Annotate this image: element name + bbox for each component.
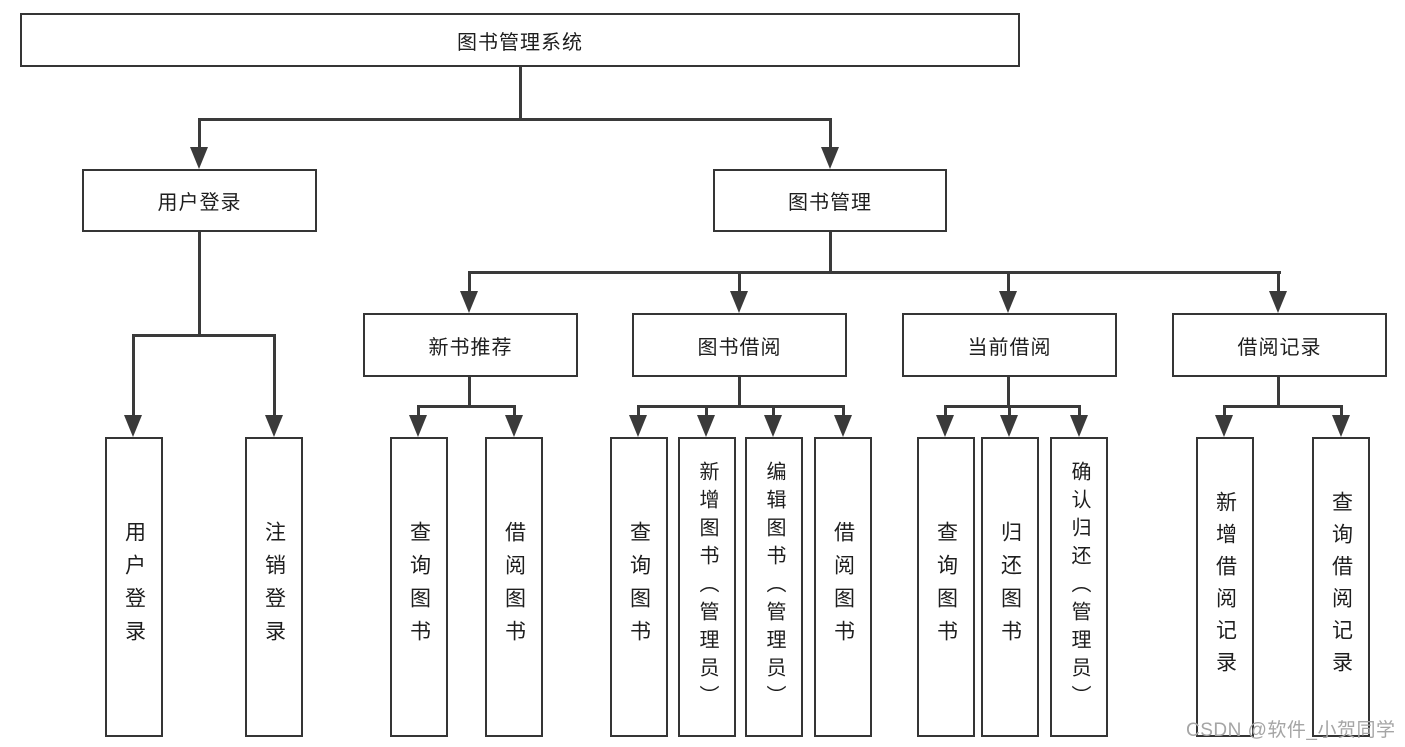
connector-stem-bb-add [705, 405, 708, 417]
connector-stem-leaf-logout [273, 334, 276, 416]
arrowhead-current-borrow [999, 291, 1017, 313]
arrowhead-br-query [1332, 415, 1350, 437]
connector-stem-bb-query [637, 405, 640, 417]
leaf-records-query-record: 查询借阅记录 [1312, 437, 1370, 737]
arrowhead-cb-confirm [1070, 415, 1088, 437]
node-new-book-recommend-label: 新书推荐 [428, 336, 513, 359]
leaf-borrow-query-books: 查询图书 [610, 437, 668, 737]
connector-records-trunk [1277, 377, 1280, 408]
arrowhead-bb-query [629, 415, 647, 437]
arrowhead-book-borrow [730, 291, 748, 313]
arrowhead-bb-edit [764, 415, 782, 437]
node-new-book-recommend: 新书推荐 [363, 313, 578, 377]
leaf-records-add-record-label: 新增借阅记录 [1213, 491, 1237, 683]
connector-current-split [944, 405, 1081, 408]
node-book-borrow: 图书借阅 [632, 313, 847, 377]
leaf-logout-label: 注销登录 [262, 521, 286, 653]
leaf-current-query-books-label: 查询图书 [934, 521, 958, 653]
connector-borrow-trunk [738, 377, 741, 408]
connector-records-split [1223, 405, 1343, 408]
connector-stem-book-borrow [738, 271, 741, 293]
leaf-records-query-record-label: 查询借阅记录 [1329, 491, 1353, 683]
arrowhead-leaf-login [124, 415, 142, 437]
connector-stem-cb-return [1008, 405, 1011, 417]
leaf-borrow-add-books-admin: 新增图书（管理员） [678, 437, 736, 737]
leaf-user-login-label: 用户登录 [122, 521, 146, 653]
arrowhead-cb-return [1000, 415, 1018, 437]
connector-stem-leaf-login [132, 334, 135, 416]
connector-bookmgmt-trunk [829, 232, 832, 273]
leaf-borrow-edit-books-admin-label: 编辑图书（管理员） [763, 461, 785, 713]
leaf-borrow-query-books-label: 查询图书 [627, 521, 651, 653]
leaf-logout: 注销登录 [245, 437, 303, 737]
leaf-newbook-borrow-books: 借阅图书 [485, 437, 543, 737]
arrowhead-cb-query [936, 415, 954, 437]
node-library-system: 图书管理系统 [20, 13, 1020, 67]
leaf-borrow-add-books-admin-label: 新增图书（管理员） [696, 461, 718, 713]
connector-stem-br-query [1340, 405, 1343, 417]
arrowhead-nb-borrow [505, 415, 523, 437]
arrowhead-new-book [460, 291, 478, 313]
connector-stem-cb-query [944, 405, 947, 417]
connector-stem-cb-confirm [1078, 405, 1081, 417]
leaf-borrow-edit-books-admin: 编辑图书（管理员） [745, 437, 803, 737]
leaf-newbook-query-books: 查询图书 [390, 437, 448, 737]
leaf-newbook-borrow-books-label: 借阅图书 [502, 521, 526, 653]
connector-stem-new-book [468, 271, 471, 293]
node-book-management-label: 图书管理 [788, 192, 872, 214]
connector-newbook-trunk [468, 377, 471, 408]
connector-borrow-split [637, 405, 845, 408]
connector-newbook-split [417, 405, 516, 408]
node-user-login-label: 用户登录 [157, 192, 242, 214]
node-current-borrow: 当前借阅 [902, 313, 1117, 377]
node-book-borrow-label: 图书借阅 [697, 336, 782, 359]
connector-stem-nb-query [417, 405, 420, 417]
leaf-user-login: 用户登录 [105, 437, 163, 737]
connector-userlogin-trunk [198, 232, 201, 336]
connector-root-branch [198, 118, 832, 121]
connector-stem-book-mgmt [829, 118, 832, 150]
node-borrow-records: 借阅记录 [1172, 313, 1387, 377]
node-current-borrow-label: 当前借阅 [967, 336, 1052, 359]
arrowhead-bb-add [697, 415, 715, 437]
arrowhead-nb-query [409, 415, 427, 437]
arrowhead-book-mgmt [821, 147, 839, 169]
leaf-current-confirm-return-admin: 确认归还（管理员） [1050, 437, 1108, 737]
node-user-login: 用户登录 [82, 169, 317, 232]
leaf-current-return-books: 归还图书 [981, 437, 1039, 737]
connector-stem-bb-edit [772, 405, 775, 417]
arrowhead-borrow-records [1269, 291, 1287, 313]
arrowhead-leaf-logout [265, 415, 283, 437]
connector-stem-current-borrow [1007, 271, 1010, 293]
arrowhead-user-login [190, 147, 208, 169]
connector-stem-br-add [1223, 405, 1226, 417]
connector-stem-nb-borrow [513, 405, 516, 417]
csdn-watermark: CSDN @软件_小贺同学 [1186, 720, 1396, 741]
connector-stem-user-login [198, 118, 201, 150]
arrowhead-bb-borrow [834, 415, 852, 437]
connector-userlogin-split [132, 334, 276, 337]
leaf-newbook-query-books-label: 查询图书 [407, 521, 431, 653]
node-library-system-label: 图书管理系统 [457, 31, 583, 54]
leaf-current-return-books-label: 归还图书 [998, 521, 1022, 653]
connector-root-trunk [519, 67, 522, 120]
connector-stem-borrow-records [1277, 271, 1280, 293]
connector-current-trunk [1007, 377, 1010, 408]
leaf-borrow-borrow-books: 借阅图书 [814, 437, 872, 737]
leaf-current-query-books: 查询图书 [917, 437, 975, 737]
leaf-records-add-record: 新增借阅记录 [1196, 437, 1254, 737]
arrowhead-br-add [1215, 415, 1233, 437]
leaf-current-confirm-return-admin-label: 确认归还（管理员） [1068, 461, 1090, 713]
connector-level3-branch [468, 271, 1281, 274]
node-borrow-records-label: 借阅记录 [1237, 336, 1322, 359]
leaf-borrow-borrow-books-label: 借阅图书 [831, 521, 855, 653]
node-book-management: 图书管理 [713, 169, 947, 232]
connector-stem-bb-borrow [842, 405, 845, 417]
